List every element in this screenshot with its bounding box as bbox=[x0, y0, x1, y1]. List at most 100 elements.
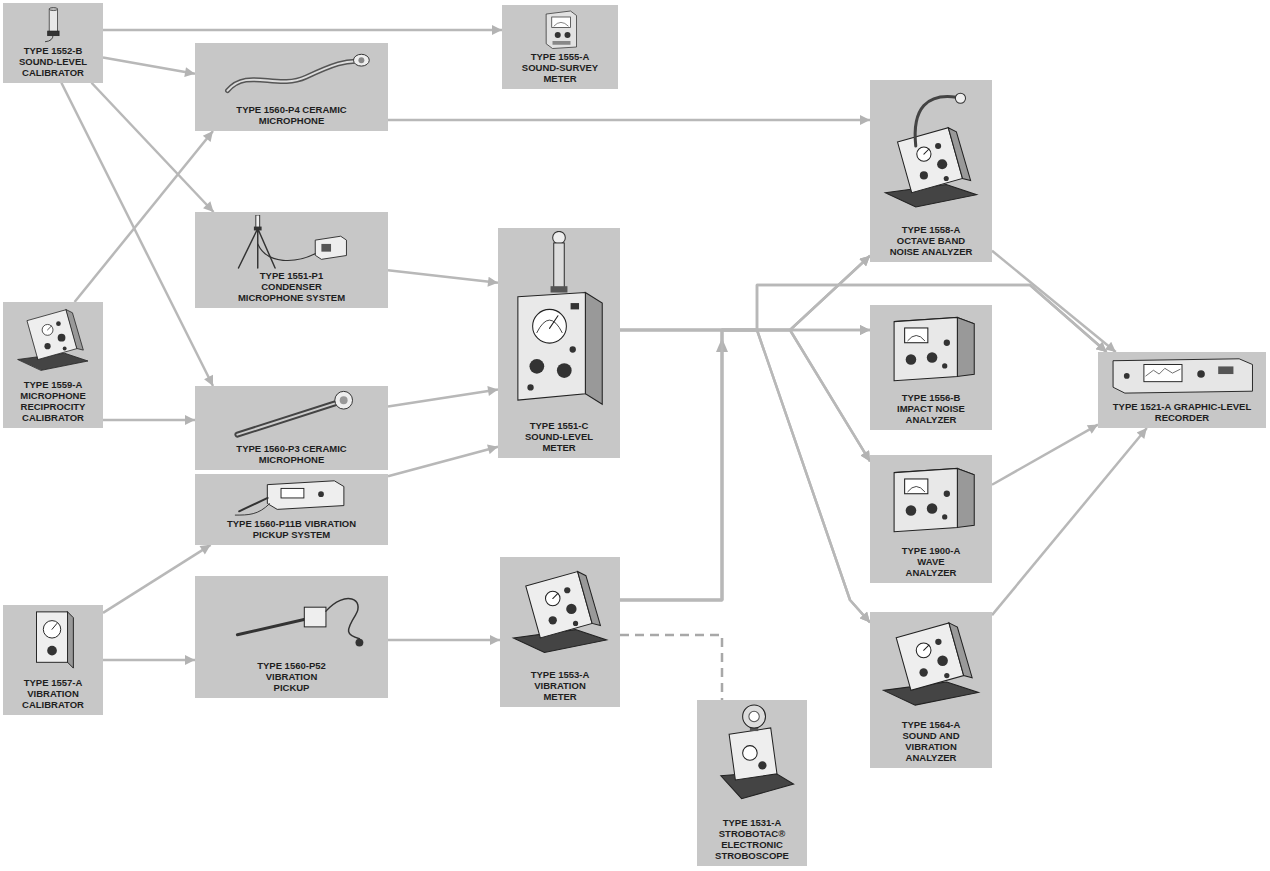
drawing-part bbox=[906, 505, 917, 516]
drawing-part bbox=[238, 229, 275, 269]
drawing-part bbox=[942, 514, 947, 519]
drawing-part bbox=[758, 761, 766, 769]
signal-arrow bbox=[103, 29, 502, 32]
drawing-part bbox=[513, 630, 606, 653]
drawing-part bbox=[47, 646, 57, 656]
drawing-part bbox=[1144, 365, 1182, 382]
instrument-box: TYPE 1551-P1 CONDENSER MICROPHONE SYSTEM bbox=[195, 212, 388, 308]
drawing-part bbox=[944, 176, 949, 181]
drawing-part bbox=[553, 231, 566, 244]
instrument-illustration bbox=[501, 231, 617, 411]
drawing-part bbox=[68, 612, 74, 668]
instrument-label: TYPE 1552-B SOUND-LEVEL CALIBRATOR bbox=[15, 46, 91, 79]
signal-arrow bbox=[620, 330, 870, 623]
instrument-box: TYPE 1551-C SOUND-LEVEL METER bbox=[498, 228, 620, 458]
instrument-drawing bbox=[721, 705, 794, 799]
instrument-label: TYPE 1531-A STROBOTAC® ELECTRONIC STROBO… bbox=[713, 818, 791, 862]
instrument-box: TYPE 1560-P52 VIBRATION PICKUP bbox=[195, 576, 388, 698]
drawing-part bbox=[354, 54, 370, 66]
instrument-illustration bbox=[6, 608, 100, 672]
instrument-illustration bbox=[700, 703, 804, 807]
drawing-part bbox=[340, 396, 348, 404]
instrument-drawing bbox=[237, 599, 363, 647]
instrument-box: TYPE 1900-A WAVE ANALYZER bbox=[870, 455, 992, 583]
drawing-part bbox=[1146, 368, 1180, 376]
drawing-part bbox=[237, 403, 335, 434]
instrument-label: TYPE 1557-A VIBRATION CALIBRATOR bbox=[16, 678, 90, 711]
drawing-part bbox=[555, 32, 561, 38]
drawing-part bbox=[58, 334, 66, 342]
drawing-part bbox=[268, 481, 344, 510]
signal-arrow bbox=[620, 285, 1107, 352]
instrument-drawing bbox=[228, 54, 370, 90]
drawing-part bbox=[917, 147, 931, 161]
instrument-label: TYPE 1551-C SOUND-LEVEL METER bbox=[519, 421, 599, 454]
drawing-part bbox=[518, 293, 585, 401]
instrument-box: TYPE 1555-A SOUND-SURVEY METER bbox=[502, 5, 618, 89]
instrument-box: TYPE 1560-P3 CERAMIC MICROPHONE bbox=[195, 386, 388, 470]
signal-arrow bbox=[620, 330, 870, 600]
instrument-label: TYPE 1521-A GRAPHIC-LEVEL RECORDER bbox=[1106, 402, 1258, 424]
instrument-illustration bbox=[873, 308, 989, 388]
signal-arrow bbox=[103, 659, 195, 662]
drawing-part bbox=[37, 612, 68, 662]
drawing-part bbox=[237, 619, 306, 635]
drawing-part bbox=[935, 143, 941, 149]
drawing-part bbox=[545, 591, 560, 606]
instrument-box: TYPE 1558-A OCTAVE BAND NOISE ANALYZER bbox=[870, 80, 992, 262]
signal-arrow bbox=[103, 58, 195, 74]
drawing-part bbox=[550, 316, 558, 329]
instrument-box: TYPE 1560-P4 CERAMIC MICROPHONE bbox=[195, 43, 388, 131]
instrument-box: TYPE 1557-A VIBRATION CALIBRATOR bbox=[3, 605, 103, 715]
drawing-part bbox=[48, 31, 59, 36]
drawing-part bbox=[1124, 373, 1130, 379]
drawing-part bbox=[944, 340, 950, 346]
drawing-part bbox=[749, 711, 759, 721]
drawing-part bbox=[43, 621, 60, 638]
signal-arrow bbox=[620, 285, 1107, 600]
instrument-drawing bbox=[894, 468, 974, 531]
drawing-part bbox=[254, 227, 262, 231]
instrument-label: TYPE 1559-A MICROPHONE RECIPROCITY CALIB… bbox=[6, 380, 100, 424]
drawing-part bbox=[924, 149, 929, 154]
signal-arrow bbox=[388, 447, 498, 477]
drawing-part bbox=[949, 623, 972, 678]
signal-arrow bbox=[992, 251, 1116, 352]
instrument-drawing bbox=[885, 128, 976, 207]
drawing-part bbox=[557, 363, 572, 378]
drawing-part bbox=[321, 244, 331, 252]
instrument-drawing bbox=[884, 623, 979, 705]
instrument-label: TYPE 1560-P11B VIBRATION PICKUP SYSTEM bbox=[212, 519, 372, 541]
drawing-part bbox=[529, 359, 544, 374]
drawing-part bbox=[553, 41, 571, 45]
drawing-part bbox=[894, 468, 957, 531]
instrument-drawing bbox=[518, 231, 602, 404]
drawing-part bbox=[48, 326, 52, 330]
instrument-box: TYPE 1556-B IMPACT NOISE ANALYZER bbox=[870, 305, 992, 430]
instrument-box: TYPE 1521-A GRAPHIC-LEVEL RECORDER bbox=[1098, 352, 1266, 428]
drawing-part bbox=[957, 317, 974, 376]
drawing-part bbox=[937, 656, 948, 667]
drawing-part bbox=[358, 57, 364, 63]
instrument-label: TYPE 1555-A SOUND-SURVEY METER bbox=[515, 52, 605, 85]
instrument-label: TYPE 1556-B IMPACT NOISE ANALYZER bbox=[888, 393, 974, 426]
instrument-drawing bbox=[547, 11, 577, 49]
drawing-part bbox=[49, 8, 57, 11]
signal-arrow bbox=[992, 425, 1098, 485]
instrument-box: TYPE 1531-A STROBOTAC® ELECTRONIC STROBO… bbox=[697, 700, 807, 866]
drawing-part bbox=[1113, 359, 1252, 393]
instrument-label: TYPE 1558-A OCTAVE BAND NOISE ANALYZER bbox=[883, 225, 979, 258]
drawing-part bbox=[56, 321, 61, 326]
signal-arrow bbox=[103, 419, 195, 422]
instrument-box: TYPE 1553-A VIBRATION METER bbox=[500, 557, 620, 707]
drawing-part bbox=[565, 32, 571, 38]
drawing-part bbox=[894, 317, 957, 380]
drawing-part bbox=[944, 673, 949, 678]
drawing-part bbox=[743, 746, 758, 761]
signal-arrow bbox=[388, 390, 498, 407]
drawing-part bbox=[1218, 366, 1233, 374]
instrument-label: TYPE 1560-P4 CERAMIC MICROPHONE bbox=[230, 105, 354, 127]
drawing-part bbox=[957, 468, 974, 527]
